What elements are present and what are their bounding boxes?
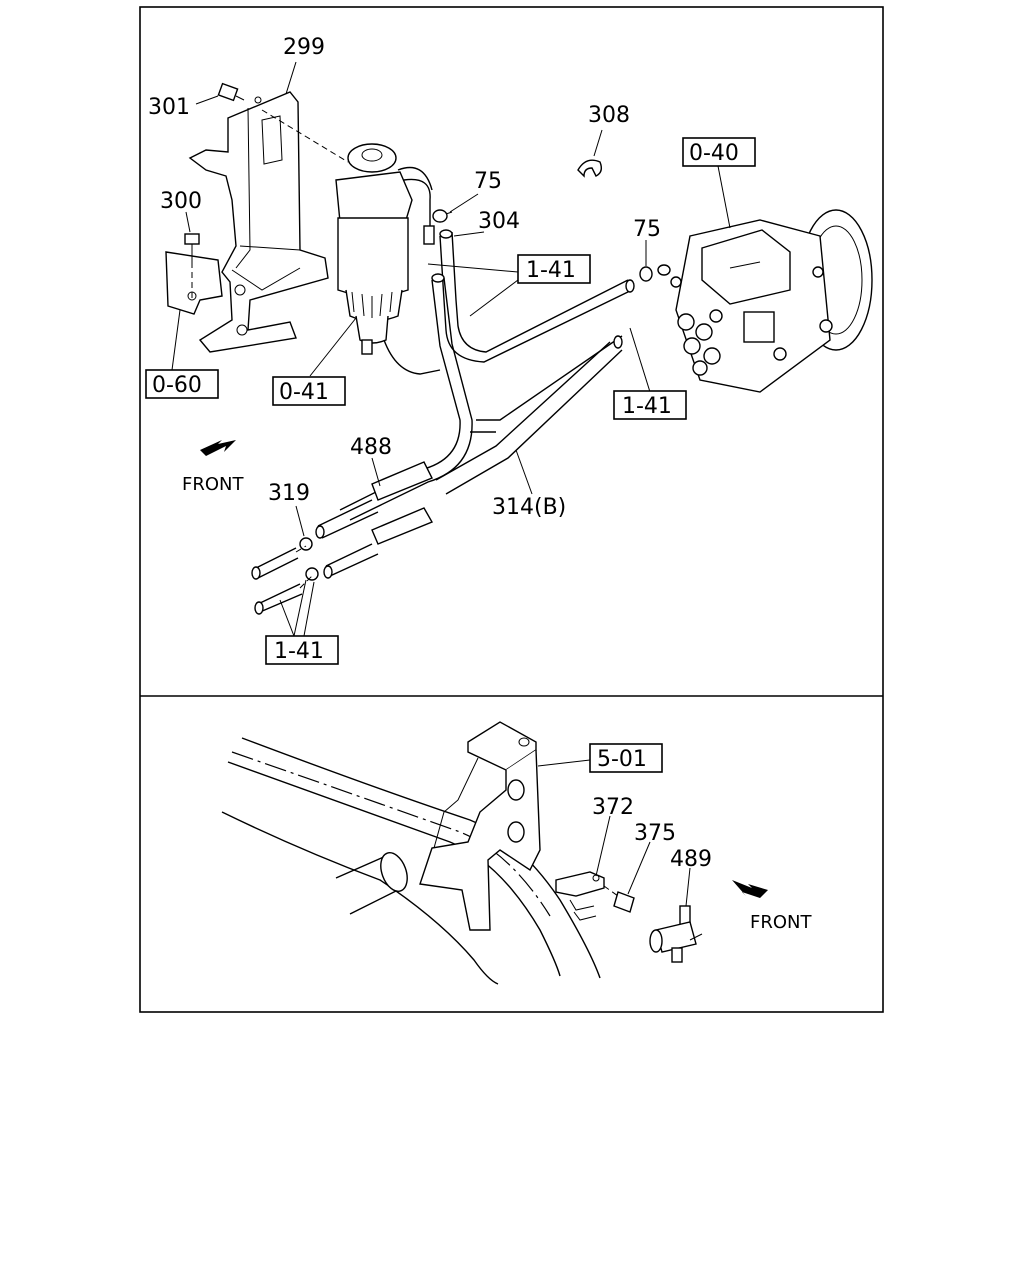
label-301: 301 <box>148 95 190 120</box>
hose-ends <box>251 537 319 615</box>
label-299: 299 <box>283 35 325 60</box>
diagram-frame <box>139 6 884 1013</box>
label-75-pump: 75 <box>633 217 661 242</box>
box-1-41-c <box>265 635 339 665</box>
label-488: 488 <box>350 435 392 460</box>
mounting-plate <box>165 251 223 315</box>
label-489: 489 <box>670 847 712 872</box>
box-5-01 <box>589 743 663 773</box>
clamp-308-icon <box>577 159 603 178</box>
box-1-41-a <box>517 254 591 284</box>
label-0-40: 0-40 <box>689 141 739 166</box>
clip-75b-icon <box>639 266 653 282</box>
fuel-filter <box>261 109 441 375</box>
front-arrow-bottom-icon <box>732 880 768 898</box>
label-0-60: 0-60 <box>152 373 202 398</box>
frame-rail <box>221 737 601 985</box>
injection-pump <box>657 209 873 393</box>
clip-75-icon <box>432 209 453 223</box>
box-0-60 <box>145 369 219 399</box>
fuel-pipes <box>339 229 635 521</box>
label-375: 375 <box>634 821 676 846</box>
label-372: 372 <box>592 795 634 820</box>
label-1-41-c: 1-41 <box>274 639 324 664</box>
label-75-filter: 75 <box>474 169 502 194</box>
bolt-301-icon <box>217 82 245 102</box>
tee-valve-489-icon <box>649 905 703 963</box>
bottom-panel: 372 375 489 FRONT 5-01 <box>221 721 812 985</box>
label-300: 300 <box>160 189 202 214</box>
label-319: 319 <box>268 481 310 506</box>
label-314b: 314(B) <box>492 495 566 520</box>
leader-lines-bottom <box>537 759 691 907</box>
crossmember-tube <box>335 852 408 915</box>
box-0-40 <box>682 137 756 167</box>
leader-lines-top <box>171 61 731 637</box>
box-1-41-b <box>613 390 687 420</box>
top-panel: 299 301 300 308 75 304 75 488 319 314(B)… <box>145 35 873 665</box>
label-1-41-b: 1-41 <box>622 394 672 419</box>
rail-bracket <box>419 721 541 931</box>
label-304: 304 <box>478 209 520 234</box>
filter-bracket <box>188 91 329 353</box>
hose-488 <box>315 461 434 579</box>
label-0-41: 0-41 <box>279 380 329 405</box>
label-1-41-a: 1-41 <box>526 258 576 283</box>
bolt-300-icon <box>184 233 200 300</box>
front-arrow-top-icon <box>200 440 236 456</box>
box-0-41 <box>272 376 346 406</box>
front-label-bottom: FRONT <box>750 912 812 933</box>
valve-bracket <box>555 871 605 921</box>
front-label-top: FRONT <box>182 474 244 495</box>
label-5-01: 5-01 <box>597 747 647 772</box>
label-308: 308 <box>588 103 630 128</box>
bolt-375-icon <box>603 885 635 913</box>
